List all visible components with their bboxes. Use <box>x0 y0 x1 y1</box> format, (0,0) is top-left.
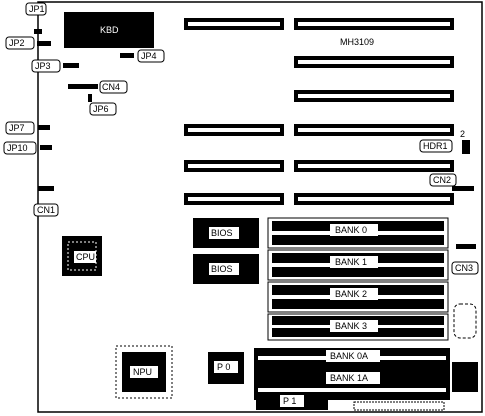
power-connector <box>452 362 478 392</box>
jp7-jumper: JP7 <box>5 121 50 135</box>
p0-chip: P 0 <box>208 352 244 384</box>
jp2-jumper: JP2 <box>5 36 51 50</box>
cn1-connector: CN1 <box>33 186 59 217</box>
cache-bank-area: BANK 0A BANK 1A <box>254 348 450 400</box>
cn1-label: CN1 <box>37 205 55 215</box>
bottom-connector-strip <box>353 401 445 411</box>
kbd-connector <box>64 12 154 48</box>
npu-socket: NPU <box>115 345 173 399</box>
short-expansion-slots <box>184 18 284 205</box>
cpu-label: CPU <box>76 252 95 262</box>
npu-label: NPU <box>133 367 152 377</box>
bank0-label: BANK 0 <box>335 225 367 235</box>
jp3-label: JP3 <box>35 61 51 71</box>
hdr1-label: HDR1 <box>423 141 448 151</box>
bank1-label: BANK 1 <box>335 257 367 267</box>
memory-bank-0: BANK 0 <box>267 217 449 249</box>
cn4-connector: CN4 <box>68 80 128 94</box>
bank3-label: BANK 3 <box>335 321 367 331</box>
bank2-label: BANK 2 <box>335 289 367 299</box>
jp1-label: JP1 <box>29 4 45 14</box>
jp10-label: JP10 <box>7 143 28 153</box>
p1-label: P 1 <box>283 396 296 406</box>
board-model-label: MH3109 <box>340 37 374 47</box>
jp3-jumper: JP3 <box>31 59 79 73</box>
jp4-jumper: JP4 <box>120 49 165 63</box>
bios-chip-b: BIOS <box>193 254 259 284</box>
short-slot-openings <box>188 22 280 201</box>
jp4-label: JP4 <box>141 51 157 61</box>
cn2-connector: CN2 <box>429 173 474 191</box>
jp6-jumper: JP6 <box>88 94 117 116</box>
hdr1-header: HDR1 2 <box>419 129 470 154</box>
jp1-jumper: JP1 <box>25 2 47 34</box>
hdr1-pin-label: 2 <box>460 129 465 139</box>
memory-bank-3: BANK 3 <box>267 313 449 341</box>
jp10-jumper: JP10 <box>3 141 52 155</box>
cpu-socket: CPU <box>62 236 102 276</box>
bank1a-label: BANK 1A <box>330 373 368 383</box>
cn4-label: CN4 <box>102 82 120 92</box>
long-slot-openings <box>298 22 450 201</box>
jp6-label: JP6 <box>93 104 109 114</box>
bios-b-label: BIOS <box>211 264 233 274</box>
bios-chip-a: BIOS <box>193 218 259 248</box>
kbd-label: KBD <box>100 25 119 35</box>
memory-bank-2: BANK 2 <box>267 281 449 313</box>
memory-bank-1: BANK 1 <box>267 249 449 281</box>
cn3-connector: CN3 <box>451 244 479 275</box>
battery-component <box>453 303 477 339</box>
cn3-label: CN3 <box>455 263 473 273</box>
jp2-label: JP2 <box>9 38 25 48</box>
p0-label: P 0 <box>217 362 230 372</box>
jp7-label: JP7 <box>9 123 25 133</box>
bios-a-label: BIOS <box>211 228 233 238</box>
cn2-label: CN2 <box>433 175 451 185</box>
bank0a-label: BANK 0A <box>330 351 368 361</box>
p1-chip: P 1 <box>256 392 328 410</box>
